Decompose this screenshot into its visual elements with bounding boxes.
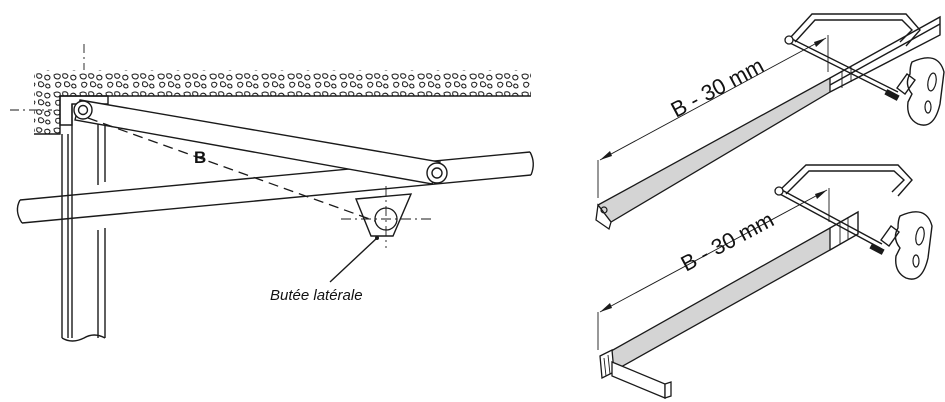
door-frame-post bbox=[61, 104, 106, 342]
wall-masonry bbox=[34, 96, 60, 134]
side-stop-leader bbox=[329, 237, 378, 283]
cut-arm-diagram: B - 30 mm bbox=[595, 13, 945, 231]
gate-leaf bbox=[16, 151, 534, 224]
side-stop bbox=[341, 186, 434, 248]
distance-b-label: B bbox=[194, 148, 206, 167]
opener-arm bbox=[73, 99, 448, 185]
hacksaw-icon bbox=[774, 164, 933, 280]
distance-b-line bbox=[87, 117, 379, 223]
side-stop-label: Butée latérale bbox=[270, 287, 363, 304]
hacksaw-icon bbox=[784, 13, 945, 126]
cut-length-label-top: B - 30 mm bbox=[667, 53, 768, 123]
ceiling-masonry bbox=[34, 70, 531, 96]
arm-installation-diagram: B Butée latérale bbox=[10, 44, 534, 342]
